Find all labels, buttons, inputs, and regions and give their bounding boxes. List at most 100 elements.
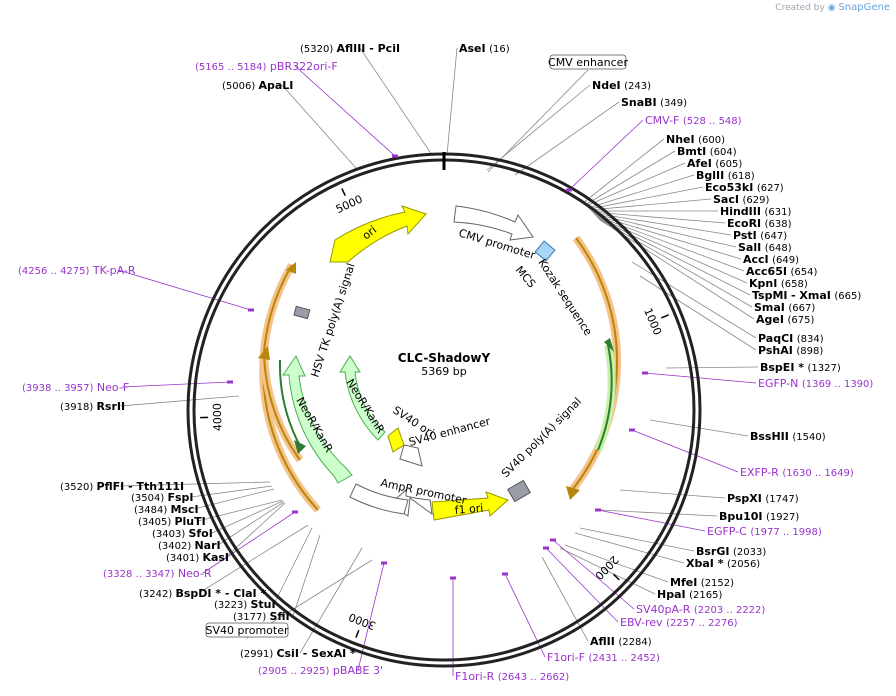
enzyme-bpu10i[interactable]: Bpu10I (1927) [719, 510, 799, 523]
tick-mark [612, 573, 620, 581]
enzyme-leader-line [588, 186, 704, 210]
enzyme-name: BssHII [750, 430, 789, 443]
enzyme-pluti[interactable]: (3405) PluTI [138, 515, 206, 528]
enzyme-agei[interactable]: AgeI (675) [756, 313, 814, 326]
enzyme-position: (631) [764, 207, 791, 218]
enzyme-bglii[interactable]: BglII (618) [696, 169, 755, 182]
enzyme-psti[interactable]: PstI (647) [733, 229, 787, 242]
enzyme-leader-line [619, 489, 726, 499]
enzyme-afiii[interactable]: AflII (2284) [590, 635, 652, 648]
enzyme-leader-line [574, 532, 685, 564]
tick-label: 3000 [347, 610, 378, 632]
enzyme-name: SacI [713, 193, 739, 206]
primer-pbabe[interactable]: (2905 .. 2925) pBABE 3' [258, 664, 383, 677]
enzyme-smai[interactable]: SmaI (667) [754, 301, 815, 314]
enzyme-ndei[interactable]: NdeI (243) [592, 79, 651, 92]
enzyme-afei[interactable]: AfeI (605) [687, 157, 742, 170]
enzyme-name: CsiI [276, 647, 298, 660]
primer-f1orif[interactable]: F1ori-F (2431 .. 2452) [547, 651, 660, 664]
primer-tkpa[interactable]: (4256 .. 4275) TK-pA-R [18, 264, 136, 277]
primer-site-mark [595, 508, 601, 512]
enzyme-position: (629) [742, 195, 769, 206]
enzyme-hindiii[interactable]: HindIII (631) [720, 205, 791, 218]
enzyme-msci[interactable]: (3484) MscI [134, 503, 199, 516]
enzyme-bspdi[interactable]: (3242) BspDI * - ClaI * [139, 587, 266, 600]
enzyme-pflfi[interactable]: (3520) PflFI - Tth111I [60, 480, 184, 493]
enzyme-position: (3405) [138, 517, 174, 528]
enzyme-nhei[interactable]: NheI (600) [666, 133, 725, 146]
enzyme-bsrgi[interactable]: BsrGI (2033) [696, 545, 766, 558]
enzyme-bsshii[interactable]: BssHII (1540) [750, 430, 826, 443]
enzyme-leader-line [589, 198, 712, 211]
enzyme-saci[interactable]: SacI (629) [713, 193, 769, 206]
enzyme-position: (898) [796, 346, 823, 357]
enzyme-name: Acc65I [746, 265, 787, 278]
enzyme-sfii[interactable]: (3177) SfiI [233, 610, 290, 623]
label-kozak: Kozak sequence [535, 257, 594, 339]
primer-site-mark [227, 380, 233, 384]
enzyme-sfoi[interactable]: (3403) SfoI [152, 527, 213, 540]
primer-ebvrev[interactable]: EBV-rev (2257 .. 2276) [620, 616, 738, 629]
enzyme-ecori[interactable]: EcoRI (638) [727, 217, 792, 230]
primer-egfpc[interactable]: EGFP-C (1977 .. 1998) [707, 525, 822, 538]
enzyme-acci[interactable]: AccI (649) [743, 253, 799, 266]
enzyme-paqci[interactable]: PaqCI (834) [758, 332, 824, 345]
primer-exfpr[interactable]: EXFP-R (1630 .. 1649) [740, 466, 854, 479]
primer-range: (2257 .. 2276) [666, 618, 738, 629]
feature-sv40-polya-box [507, 479, 531, 503]
enzyme-position: (647) [760, 231, 787, 242]
enzyme-isoschizomer: - XmaI [791, 289, 831, 302]
enzyme-bmti[interactable]: BmtI (604) [677, 145, 737, 158]
primer-leader-line [631, 429, 739, 473]
enzyme-position: (2284) [618, 637, 651, 648]
enzyme-stui[interactable]: (3223) StuI [214, 598, 276, 611]
primer-f1orir[interactable]: F1ori-R (2643 .. 2662) [455, 670, 569, 683]
primer-pbr322[interactable]: (5165 .. 5184) pBR322ori-F [195, 60, 338, 73]
enzyme-xbai[interactable]: XbaI * (2056) [686, 557, 760, 570]
enzyme-bspei[interactable]: BspEI * (1327) [760, 361, 841, 374]
enzyme-pspxi[interactable]: PspXI (1747) [727, 492, 799, 505]
enzyme-pshai[interactable]: PshAI (898) [758, 344, 823, 357]
enzyme-kpni[interactable]: KpnI (658) [749, 277, 808, 290]
primer-name: Neo-F [97, 381, 129, 394]
enzyme-snabi[interactable]: SnaBI (349) [621, 96, 687, 109]
feature-ampr-promoter-body [349, 483, 409, 515]
enzyme-hpai[interactable]: HpaI (2165) [657, 588, 722, 601]
primer-range: (2643 .. 2662) [498, 672, 570, 683]
enzyme-kasi[interactable]: (3401) KasI [166, 551, 229, 564]
enzyme-tspmi[interactable]: TspMI - XmaI (665) [752, 289, 861, 302]
enzyme-position: (675) [787, 315, 814, 326]
primer-neof[interactable]: (3938 .. 3957) Neo-F [22, 381, 129, 394]
primer-cmvf[interactable]: CMV-F (528 .. 548) [645, 114, 742, 127]
boxed-label-cmvenh[interactable]: CMV enhancer [548, 56, 628, 69]
enzyme-sali[interactable]: SalI (648) [738, 241, 792, 254]
enzyme-name: PflFI [96, 480, 124, 493]
enzyme-nari[interactable]: (3402) NarI [158, 539, 221, 552]
enzyme-acc65i[interactable]: Acc65I (654) [746, 265, 817, 278]
enzyme-mfei[interactable]: MfeI (2152) [670, 576, 734, 589]
box-leader-line [487, 69, 589, 173]
enzyme-csii[interactable]: (2991) CsiI - SexAI * [240, 647, 356, 660]
enzyme-fspi[interactable]: (3504) FspI [131, 491, 193, 504]
enzyme-name: PshAI [758, 344, 793, 357]
boxed-label-sv40prom[interactable]: SV40 promoter [205, 624, 289, 637]
enzyme-position: (667) [788, 303, 815, 314]
primer-neor[interactable]: (3328 .. 3347) Neo-R [103, 567, 212, 580]
enzyme-asei[interactable]: AseI (16) [459, 42, 510, 55]
enzyme-rsrii[interactable]: (3918) RsrII [60, 400, 125, 413]
enzyme-leader-line [119, 395, 240, 407]
enzyme-apali[interactable]: (5006) ApaLI [222, 79, 293, 92]
enzyme-leader-line [596, 216, 748, 284]
enzyme-eco53ki[interactable]: Eco53kI (627) [705, 181, 784, 194]
enzyme-position: (2152) [701, 578, 734, 589]
enzyme-leader-line [591, 211, 726, 224]
enzyme-position: (605) [715, 159, 742, 170]
primer-egfpn[interactable]: EGFP-N (1369 .. 1390) [758, 377, 873, 390]
primer-sv40par[interactable]: SV40pA-R (2203 .. 2222) [636, 603, 765, 616]
enzyme-afliii[interactable]: (5320) AflIII - PciI [300, 42, 400, 55]
primer-name: SV40pA-R [636, 603, 691, 616]
enzyme-position: (3484) [134, 505, 170, 516]
enzyme-position: (3403) [152, 529, 188, 540]
enzyme-isoschizomer: - SexAI * [299, 647, 356, 660]
